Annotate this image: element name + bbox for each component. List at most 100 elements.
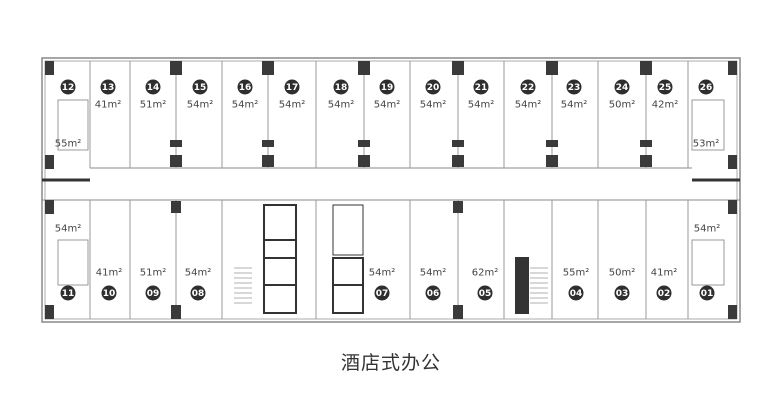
- unit-number-badge: [656, 285, 672, 301]
- unit-number: 08: [192, 289, 205, 299]
- unit-number: 17: [286, 83, 299, 93]
- unit-number-badge: [568, 285, 584, 301]
- unit-number-badge: [614, 79, 630, 95]
- unit-number-badge: [699, 285, 715, 301]
- unit-number: 21: [475, 83, 488, 93]
- unit-number-badge: [333, 79, 349, 95]
- column: [170, 140, 182, 147]
- unit-06: 06 54m²: [420, 268, 446, 301]
- unit-area: 54m²: [374, 100, 400, 111]
- unit-number: 03: [616, 289, 629, 299]
- unit-05: 05 62m²: [472, 268, 498, 301]
- unit-area: 54m²: [468, 100, 494, 111]
- column: [45, 155, 54, 169]
- column: [452, 155, 464, 167]
- unit-number: 23: [568, 83, 581, 93]
- unit-02: 02 41m²: [651, 268, 677, 301]
- column: [453, 305, 463, 319]
- unit-number-badge: [60, 79, 76, 95]
- unit-number-badge: [698, 79, 714, 95]
- unit-number: 07: [376, 289, 389, 299]
- unit-number: 05: [479, 289, 492, 299]
- unit-number-badge: [379, 79, 395, 95]
- unit-number: 22: [522, 83, 535, 93]
- unit-area: 54m²: [694, 224, 720, 235]
- unit-number-badge: [614, 285, 630, 301]
- unit-area: 41m²: [651, 268, 677, 279]
- unit-area: 41m²: [95, 100, 121, 111]
- unit-number: 06: [427, 289, 440, 299]
- unit-07: 07 54m²: [369, 268, 395, 301]
- unit-number-badge: [237, 79, 253, 95]
- column: [262, 140, 274, 147]
- building-walls: [41, 57, 741, 323]
- unit-area: 54m²: [328, 100, 354, 111]
- unit-number-badge: [566, 79, 582, 95]
- column: [262, 61, 274, 75]
- unit-03: 03 50m²: [609, 268, 635, 301]
- unit-number-badge: [190, 285, 206, 301]
- unit-area: 54m²: [55, 224, 81, 235]
- unit-15: 15 54m²: [187, 79, 213, 111]
- column: [728, 305, 737, 319]
- column: [358, 61, 370, 75]
- unit-area: 50m²: [609, 268, 635, 279]
- unit-01: 01 54m²: [694, 224, 720, 301]
- column: [546, 155, 558, 167]
- unit-area: 50m²: [609, 100, 635, 111]
- unit-number-badge: [145, 285, 161, 301]
- unit-25: 25 42m²: [652, 79, 678, 111]
- unit-number: 02: [658, 289, 671, 299]
- unit-number: 12: [62, 83, 75, 93]
- unit-area: 54m²: [515, 100, 541, 111]
- unit-number-badge: [374, 285, 390, 301]
- column: [452, 140, 464, 147]
- unit-number: 15: [194, 83, 207, 93]
- unit-number-badge: [520, 79, 536, 95]
- unit-number: 04: [570, 289, 583, 299]
- column: [171, 305, 181, 319]
- unit-area: 42m²: [652, 100, 678, 111]
- column: [358, 140, 370, 147]
- bathroom: [691, 99, 725, 151]
- unit-area: 41m²: [96, 268, 122, 279]
- unit-04: 04 55m²: [563, 268, 589, 301]
- unit-number: 16: [239, 83, 252, 93]
- unit-21: 21 54m²: [468, 79, 494, 111]
- column: [171, 201, 181, 213]
- unit-number: 01: [701, 289, 714, 299]
- unit-number-badge: [284, 79, 300, 95]
- unit-area: 54m²: [187, 100, 213, 111]
- unit-area: 51m²: [140, 268, 166, 279]
- unit-number: 14: [147, 83, 160, 93]
- unit-area: 54m²: [232, 100, 258, 111]
- column: [45, 305, 54, 319]
- column: [640, 140, 652, 147]
- unit-number: 25: [659, 83, 672, 93]
- unit-labels: 1255m²1341m²1451m²1554m²1654m²1754m²1854…: [55, 79, 720, 301]
- unit-16: 16 54m²: [232, 79, 258, 111]
- column: [546, 140, 558, 147]
- column: [45, 61, 54, 75]
- unit-number-badge: [145, 79, 161, 95]
- unit-number-badge: [473, 79, 489, 95]
- column: [452, 61, 464, 75]
- unit-number-badge: [60, 285, 76, 301]
- unit-area: 54m²: [420, 268, 446, 279]
- unit-area: 53m²: [693, 139, 719, 150]
- unit-area: 55m²: [563, 268, 589, 279]
- unit-number-badge: [192, 79, 208, 95]
- column: [546, 61, 558, 75]
- column: [45, 200, 54, 214]
- unit-13: 13 41m²: [95, 79, 121, 111]
- unit-number: 13: [102, 83, 115, 93]
- unit-area: 54m²: [369, 268, 395, 279]
- unit-area: 62m²: [472, 268, 498, 279]
- column: [728, 61, 737, 75]
